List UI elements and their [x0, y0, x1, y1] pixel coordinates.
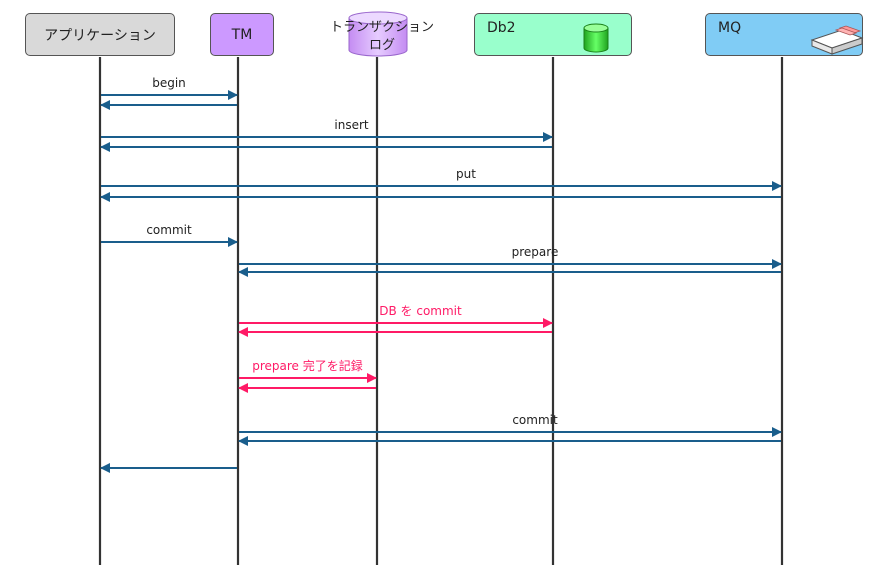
message-label: insert — [334, 118, 369, 132]
message-arrow-app-to-mq: put — [101, 167, 782, 191]
participant-log-label-line1: トランザクション — [330, 20, 434, 35]
message-label: begin — [152, 76, 186, 90]
message-arrow-app-to-tm: commit — [101, 223, 238, 247]
message-arrow-tm-to-mq: prepare — [239, 245, 782, 269]
message-label: prepare 完了を記録 — [252, 358, 363, 373]
participant-db2-label: Db2 — [487, 20, 516, 36]
message-label: put — [456, 167, 476, 181]
database-cylinder-icon — [583, 23, 609, 53]
message-arrow-tm-to-log: prepare 完了を記録 — [239, 358, 377, 383]
message-label: DB を commit — [379, 304, 462, 318]
message-arrow-app-to-tm: begin — [101, 76, 238, 100]
message-queue-tray-icon — [810, 25, 864, 55]
message-arrow-app-to-db2: insert — [101, 118, 553, 142]
participant-tm-box: TM — [210, 13, 274, 56]
participant-mq-label: MQ — [718, 20, 742, 36]
participant-log-label-line2: ログ — [369, 38, 395, 53]
message-label: commit — [512, 413, 558, 427]
participant-log-cylinder: トランザクション ログ — [330, 11, 434, 57]
participant-tm-label: TM — [231, 26, 253, 43]
participant-app-label: アプリケーション — [44, 27, 156, 44]
message-arrow-tm-to-db2: DB を commit — [239, 304, 553, 328]
message-arrow-tm-to-mq: commit — [239, 413, 782, 437]
message-label: prepare — [512, 245, 559, 259]
participant-app-box: アプリケーション — [25, 13, 175, 56]
message-label: commit — [146, 223, 192, 237]
